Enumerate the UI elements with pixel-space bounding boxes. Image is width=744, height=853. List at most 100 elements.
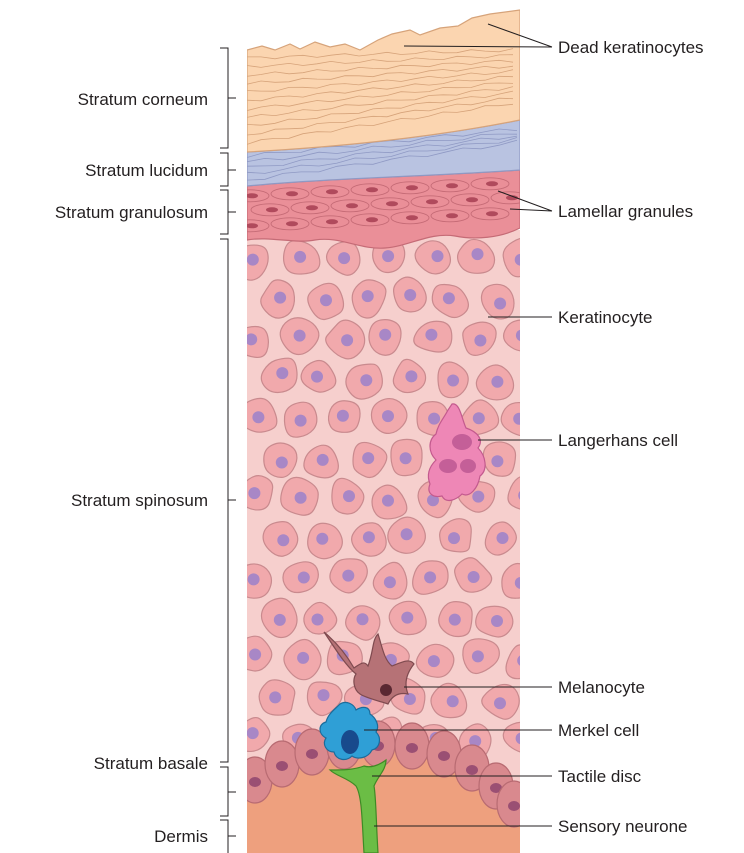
- keratinocyte-nucleus: [404, 289, 416, 301]
- bracket-lucidum: [220, 153, 236, 186]
- keratinocyte-nucleus: [449, 614, 461, 626]
- keratinocyte-nucleus: [337, 410, 349, 422]
- keratinocyte-nucleus: [382, 250, 394, 262]
- label-lamellar-granules: Lamellar granules: [558, 202, 693, 221]
- basal-nucleus: [466, 765, 478, 775]
- keratinocyte-nucleus: [363, 531, 375, 543]
- label-dead-keratinocytes: Dead keratinocytes: [558, 38, 704, 57]
- keratinocyte-nucleus: [447, 695, 459, 707]
- bracket-spinosum: [220, 239, 236, 762]
- keratinocyte-nucleus: [379, 329, 391, 341]
- label-stratum-spinosum: Stratum spinosum: [71, 491, 208, 510]
- lamellar-granule: [406, 215, 418, 220]
- keratinocyte-nucleus: [362, 452, 374, 464]
- bracket-corneum: [220, 48, 236, 148]
- label-dermis: Dermis: [154, 827, 208, 846]
- keratinocyte-nucleus: [274, 292, 286, 304]
- lamellar-granule: [446, 183, 458, 188]
- keratinocyte-nucleus: [276, 367, 288, 379]
- keratinocyte-nucleus: [294, 330, 306, 342]
- lamellar-granule: [426, 199, 438, 204]
- lamellar-granule: [366, 187, 378, 192]
- keratinocyte-nucleus: [269, 691, 281, 703]
- lamellar-granule: [486, 181, 498, 186]
- melanocyte-nucleus: [380, 684, 392, 696]
- bracket-dermis: [220, 820, 236, 853]
- keratinocyte-nucleus: [401, 528, 413, 540]
- label-stratum-basale: Stratum basale: [94, 754, 208, 773]
- layer-labels: Stratum corneum Stratum lucidum Stratum …: [55, 90, 208, 846]
- keratinocyte-nucleus: [513, 413, 525, 425]
- keratinocyte-nucleus: [491, 615, 503, 627]
- keratinocyte-nucleus: [404, 693, 416, 705]
- keratinocyte-nucleus: [516, 732, 528, 744]
- lamellar-granule: [286, 221, 298, 226]
- basal-nucleus: [249, 777, 261, 787]
- lamellar-granule: [326, 189, 338, 194]
- skin-column: [231, 10, 542, 853]
- basal-nucleus: [276, 761, 288, 771]
- keratinocyte-nucleus: [497, 532, 509, 544]
- basal-nucleus: [406, 743, 418, 753]
- lamellar-granule: [406, 185, 418, 190]
- lamellar-granule: [246, 193, 258, 198]
- keratinocyte-nucleus: [443, 292, 455, 304]
- keratinocyte-nucleus: [517, 655, 529, 667]
- keratinocyte-nucleus: [447, 375, 459, 387]
- bracket-granulosum: [220, 190, 236, 234]
- keratinocyte-nucleus: [424, 571, 436, 583]
- keratinocyte-nucleus: [297, 652, 309, 664]
- keratinocyte-nucleus: [338, 252, 350, 264]
- structure-labels: Dead keratinocytes Lamellar granules Ker…: [558, 38, 704, 836]
- lamellar-granule: [306, 205, 318, 210]
- keratinocyte-nucleus: [343, 490, 355, 502]
- keratinocyte-nucleus: [401, 612, 413, 624]
- keratinocyte-nucleus: [252, 411, 264, 423]
- label-merkel-cell: Merkel cell: [558, 721, 639, 740]
- keratinocyte-nucleus: [400, 452, 412, 464]
- langerhans-nucleus: [452, 434, 472, 450]
- keratinocyte-nucleus: [277, 534, 289, 546]
- keratinocyte-nucleus: [494, 298, 506, 310]
- keratinocyte-nucleus: [491, 376, 503, 388]
- label-stratum-lucidum: Stratum lucidum: [85, 161, 208, 180]
- keratinocyte-nucleus: [295, 415, 307, 427]
- keratinocyte-nucleus: [320, 294, 332, 306]
- label-keratinocyte: Keratinocyte: [558, 308, 653, 327]
- keratinocyte-nucleus: [468, 571, 480, 583]
- keratinocyte-nucleus: [311, 371, 323, 383]
- keratinocyte-nucleus: [245, 333, 257, 345]
- keratinocyte-nucleus: [518, 489, 530, 501]
- lamellar-granule: [286, 191, 298, 196]
- keratinocyte-nucleus: [298, 572, 310, 584]
- label-sensory-neurone: Sensory neurone: [558, 817, 687, 836]
- keratinocyte-nucleus: [316, 533, 328, 545]
- keratinocyte-nucleus: [428, 655, 440, 667]
- lamellar-granule: [246, 223, 258, 228]
- basal-nucleus: [508, 801, 520, 811]
- keratinocyte-nucleus: [491, 455, 503, 467]
- keratinocyte-nucleus: [472, 248, 484, 260]
- lamellar-granule: [486, 211, 498, 216]
- keratinocyte-nucleus: [382, 410, 394, 422]
- keratinocyte-nucleus: [357, 613, 369, 625]
- lamellar-granule: [466, 197, 478, 202]
- keratinocyte-nucleus: [474, 335, 486, 347]
- lamellar-granule: [346, 203, 358, 208]
- label-melanocyte: Melanocyte: [558, 678, 645, 697]
- keratinocyte-nucleus: [249, 649, 261, 661]
- keratinocyte-nucleus: [473, 412, 485, 424]
- lamellar-granule: [446, 213, 458, 218]
- keratinocyte-nucleus: [384, 576, 396, 588]
- langerhans-nucleus: [460, 459, 476, 473]
- lamellar-granule: [386, 201, 398, 206]
- basal-nucleus: [438, 751, 450, 761]
- keratinocyte-nucleus: [318, 689, 330, 701]
- keratinocyte-nucleus: [382, 495, 394, 507]
- merkel-nucleus: [341, 730, 359, 754]
- keratinocyte-nucleus: [515, 254, 527, 266]
- keratinocyte-nucleus: [516, 329, 528, 341]
- langerhans-nucleus: [439, 459, 457, 473]
- keratinocyte-nucleus: [294, 251, 306, 263]
